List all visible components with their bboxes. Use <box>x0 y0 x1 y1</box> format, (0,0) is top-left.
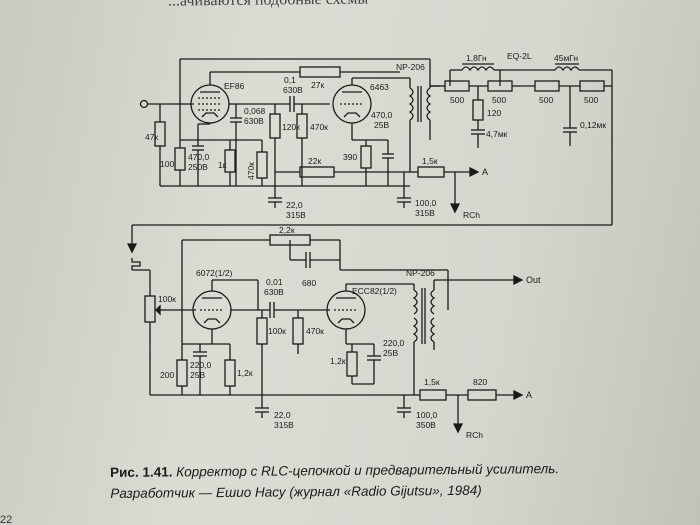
label-tube-6072: 6072(1/2) <box>196 268 233 278</box>
label-c-22: 22,0 <box>286 200 303 210</box>
label-c-0-1-v: 630В <box>283 85 303 95</box>
r-1-2k-a <box>224 359 236 387</box>
label-r-100: 100 <box>160 159 174 169</box>
bottom-text-fragment: 22 <box>0 514 13 525</box>
inductor-1-8h <box>461 66 495 72</box>
label-r-100k: 100к <box>268 326 286 336</box>
r-820 <box>467 389 497 401</box>
r-120k <box>269 113 281 139</box>
label-transformer-upper: NP-206 <box>396 62 425 72</box>
label-c-0-01: 0,01 <box>266 277 283 287</box>
label-c-680: 680 <box>302 278 316 288</box>
label-c-4-7: 4,7мк <box>486 129 508 139</box>
label-c-100-lower-v: 350В <box>416 420 436 430</box>
label-c-100: 100,0 <box>415 198 437 208</box>
r-500-1 <box>444 80 470 92</box>
r-470k <box>292 317 304 345</box>
r-470k-a <box>256 151 268 179</box>
label-c-22-lower: 22,0 <box>274 410 291 420</box>
label-tube-ecc82: ECC82(1/2) <box>352 286 397 296</box>
r-390 <box>360 145 372 169</box>
label-r-27k: 27к <box>311 80 324 90</box>
r-100 <box>174 147 186 171</box>
pot-100k <box>144 295 156 323</box>
label-r500-2: 500 <box>492 95 506 105</box>
label-out: Out <box>526 275 541 285</box>
label-r-820: 820 <box>473 377 487 387</box>
label-transformer-lower: NP-206 <box>406 268 435 278</box>
label-c-0-068-v: 630В <box>244 116 264 126</box>
label-c-0-068: 0,068 <box>244 106 266 116</box>
label-r-1-5k-lower: 1,5к <box>424 377 440 387</box>
label-r-1-2k-b: 1,2к <box>330 356 346 366</box>
r-1-5k-lower <box>419 389 447 401</box>
label-c-470-v: 250В <box>188 162 208 172</box>
r-22k <box>299 166 335 178</box>
label-r-47k: 47к <box>145 132 158 142</box>
label-c-220: 220,0 <box>190 360 212 370</box>
label-c-220b-v: 25В <box>383 348 398 358</box>
r-1-2k-b <box>346 351 358 377</box>
label-node-a-upper: A <box>482 167 488 177</box>
label-inductor-1: 1,8Гн <box>466 53 487 63</box>
label-tube-ef86: EF86 <box>224 81 245 91</box>
caption-title: Корректор с RLC-цепочкой и предварительн… <box>176 461 560 480</box>
label-r-470k: 470к <box>306 326 324 336</box>
r-200 <box>176 359 188 387</box>
label-tube-6463: 6463 <box>370 82 389 92</box>
label-r-1-5k: 1,5к <box>422 156 438 166</box>
r-27k <box>299 66 341 78</box>
r-1-5k-upper <box>417 166 445 178</box>
label-r-390: 390 <box>343 152 357 162</box>
figure-caption: Рис. 1.41. Корректор с RLC-цепочкой и пр… <box>110 457 670 504</box>
label-c-470b-v: 25В <box>374 120 389 130</box>
label-r-470k-a: 470к <box>246 162 256 180</box>
transformer-lower-primary <box>412 289 418 315</box>
label-c-0-01-v: 630В <box>264 287 284 297</box>
label-r-22k: 22к <box>308 156 321 166</box>
label-c-100-lower: 100,0 <box>416 410 438 420</box>
label-r-120k: 120к <box>282 122 300 132</box>
r-500-4 <box>579 80 605 92</box>
label-c-22-v: 315В <box>286 210 306 220</box>
r-1k <box>224 149 236 173</box>
figure-number: Рис. 1.41. <box>110 464 173 480</box>
label-c-470b: 470,0 <box>371 110 393 120</box>
r-120 <box>472 99 484 121</box>
label-r-470k-b: 470к <box>310 122 328 132</box>
r-500-3 <box>534 80 560 92</box>
input-terminal <box>139 99 149 109</box>
label-c-0-1: 0,1 <box>284 75 296 85</box>
label-c-470: 470,0 <box>188 152 210 162</box>
label-node-a-lower: A <box>526 390 532 400</box>
label-c-220b: 220,0 <box>383 338 405 348</box>
transformer-secondary <box>426 87 432 121</box>
label-r500-4: 500 <box>584 95 598 105</box>
transformer-primary <box>408 87 414 121</box>
label-c-100-v: 315В <box>415 208 435 218</box>
label-rch-lower: RCh <box>466 430 483 440</box>
label-c-220-v: 25В <box>190 370 205 380</box>
label-r-120: 120 <box>487 108 501 118</box>
label-r-1-2k-a: 1,2к <box>237 368 253 378</box>
label-c-0-12: 0,12мк <box>580 120 606 130</box>
label-pot-100k: 100к <box>158 294 176 304</box>
label-rch-upper: RCh <box>463 210 480 220</box>
label-inductor-2: 45мГн <box>554 53 578 63</box>
inductor-45mh <box>554 66 580 72</box>
label-r-200: 200 <box>160 370 174 380</box>
label-eq: EQ-2L <box>507 51 532 61</box>
label-r-2-2k: 2,2к <box>279 225 295 235</box>
label-r-1k: 1к <box>218 160 227 170</box>
label-r500-1: 500 <box>450 95 464 105</box>
label-r500-3: 500 <box>539 95 553 105</box>
r-100k <box>256 317 268 345</box>
label-c-22-lower-v: 315В <box>274 420 294 430</box>
